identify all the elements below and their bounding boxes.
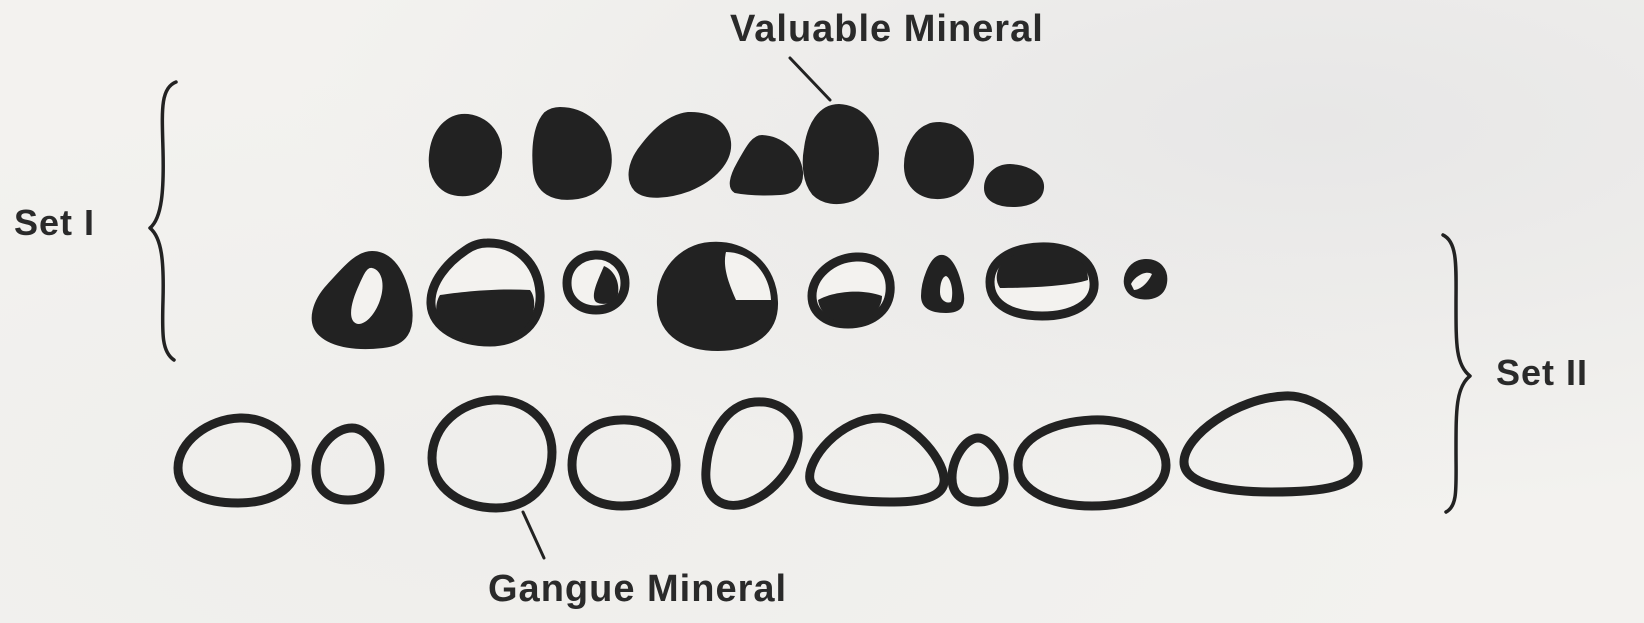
gangue-particle [1018, 420, 1166, 506]
valuable-particle [630, 113, 731, 197]
row-valuable-particles [430, 105, 1043, 206]
gangue-particle [706, 402, 798, 506]
valuable-leader-line [790, 58, 830, 100]
row-gangue-particles [178, 396, 1358, 508]
gangue-leader-line [523, 512, 544, 558]
valuable-particle [533, 108, 610, 199]
valuable-particle [430, 115, 501, 195]
gangue-particle [178, 418, 296, 503]
valuable-particle [905, 123, 973, 198]
locked-particle [922, 256, 963, 312]
locked-particle [812, 257, 890, 324]
gangue-particle [1184, 396, 1358, 492]
set-1-brace [150, 82, 176, 360]
gangue-particle [952, 438, 1004, 502]
valuable-particle [985, 165, 1043, 206]
locked-particle [658, 243, 777, 350]
locked-particle [567, 255, 625, 310]
valuable-particle [731, 136, 802, 194]
gangue-particle [316, 428, 380, 500]
gangue-particle [432, 400, 552, 508]
locked-particle [431, 243, 540, 342]
gangue-particle [572, 420, 676, 506]
gangue-particle [810, 418, 944, 502]
locked-particle [990, 247, 1094, 316]
valuable-particle [804, 105, 878, 203]
locked-particle [313, 252, 412, 348]
set-2-brace [1443, 235, 1470, 512]
locked-particle [1125, 260, 1167, 298]
row-locked-particles [313, 243, 1167, 350]
